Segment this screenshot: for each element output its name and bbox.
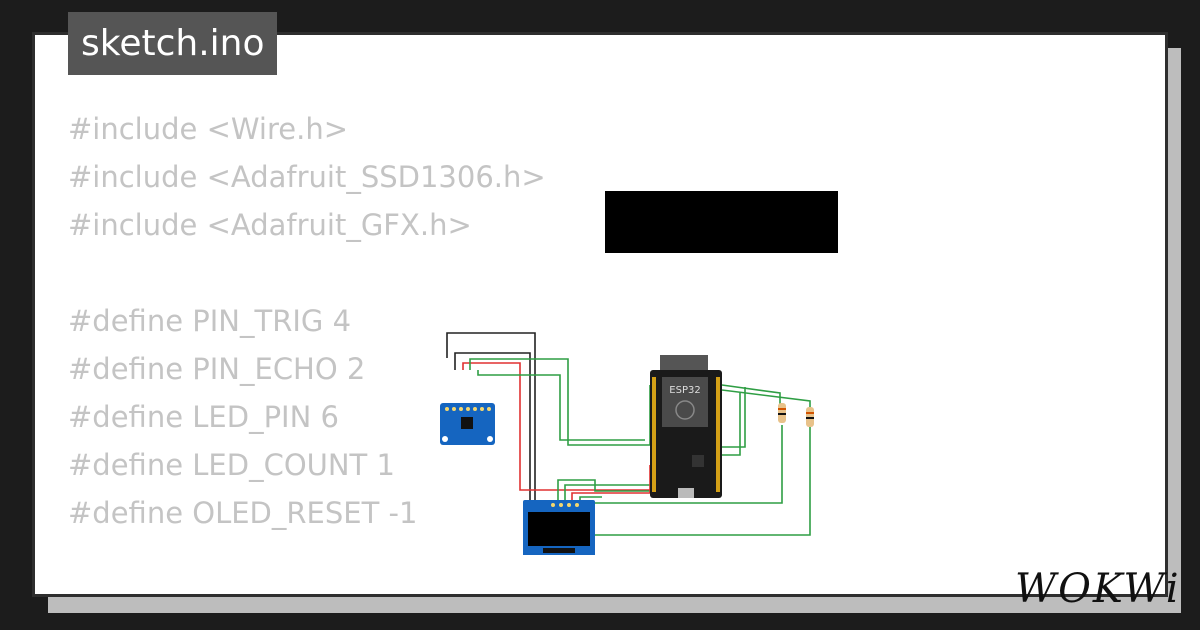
resistor xyxy=(806,407,814,427)
code-line: #include <Wire.h> xyxy=(68,112,349,146)
logo-text: WOKWi xyxy=(1015,566,1181,612)
code-line: #define LED_PIN 6 xyxy=(68,400,339,434)
mpu6050-module xyxy=(440,403,495,445)
code-line: #include <Adafruit_SSD1306.h> xyxy=(68,160,546,194)
wire xyxy=(477,370,645,441)
wokwi-logo: WOKWi xyxy=(1015,566,1181,612)
wire xyxy=(579,496,602,500)
preview-card: #include <Wire.h> #include <Adafruit_SSD… xyxy=(32,32,1168,597)
wire xyxy=(721,389,811,407)
code-line: #define OLED_RESET -1 xyxy=(68,496,418,530)
wire xyxy=(722,387,746,448)
oled-display xyxy=(523,500,595,555)
wire xyxy=(722,393,741,456)
wire xyxy=(595,425,783,504)
circuit-diagram: ESP32 xyxy=(440,332,814,555)
code-line: // Connect Display xyxy=(68,585,546,594)
wire xyxy=(571,465,651,500)
resistor xyxy=(778,403,786,423)
wire xyxy=(557,479,660,500)
esp32-board: ESP32 xyxy=(650,355,722,498)
file-tab[interactable]: sketch.ino xyxy=(68,12,278,75)
code-line: #include <Adafruit_GFX.h> xyxy=(68,208,472,242)
code-line: #define PIN_TRIG 4 xyxy=(68,304,352,338)
code-editor: #include <Wire.h> #include <Adafruit_SSD… xyxy=(68,105,546,594)
code-line xyxy=(68,249,546,297)
code-line: #define PIN_ECHO 2 xyxy=(68,352,366,386)
wire xyxy=(595,425,811,536)
chip-label: ESP32 xyxy=(669,385,700,396)
code-line: #define LED_COUNT 1 xyxy=(68,448,395,482)
redaction-block xyxy=(605,191,838,253)
wire xyxy=(454,352,531,500)
wire xyxy=(721,384,781,407)
wire xyxy=(462,362,660,491)
